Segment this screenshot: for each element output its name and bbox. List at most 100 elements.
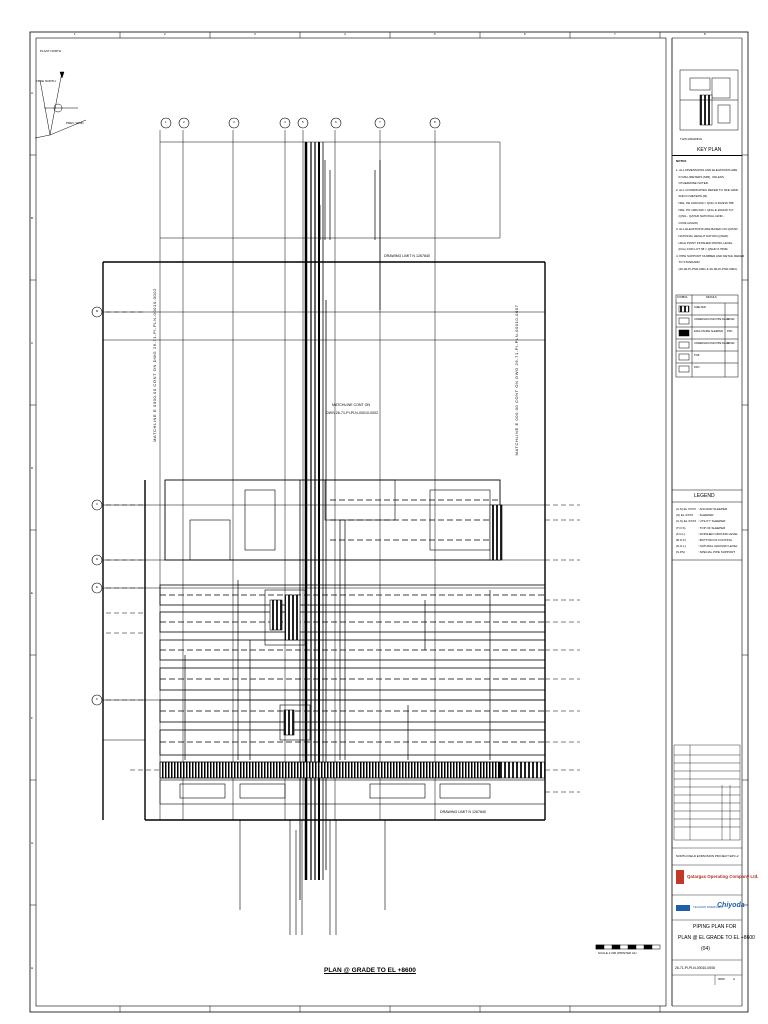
note-line: (FGL) FOR LOT 68 = QNHD 6.750M.: [676, 247, 729, 252]
column-grid-bubbles: [160, 117, 441, 129]
row-mark-a: A: [31, 91, 34, 95]
col-mark-5: 5: [434, 32, 436, 36]
true-north-label: TRUE NORTH: [36, 79, 56, 83]
matchline-left-label: MATCHLINE E 0000.00 CONT ON DWG 26-71-PI…: [152, 288, 157, 442]
grid-bubble-4: 4: [284, 120, 286, 124]
legend-code: (U.S) EL XXXX: [676, 519, 697, 524]
legend-desc: : FINISHED GROUND LEVEL: [698, 531, 739, 536]
scale-label: SCALE 1:200 (PRINTED A1): [598, 951, 637, 955]
matchline-right-label: MATCHLINE E 000.00 CONT ON DWG 26-71-PI-…: [514, 304, 519, 456]
legend-desc: : NATURAL GROUND LEVEL: [698, 544, 738, 549]
drawing-title-1: PIPING PLAN FOR: [693, 924, 737, 930]
col-mark-1: 1: [74, 32, 76, 36]
note-line: (QNG - QATAR NATIONAL GRID -: [676, 214, 725, 219]
sleeper-segments: [179, 783, 491, 799]
row-mark-h: H: [31, 966, 34, 970]
prev-wind-label: PREV. WIND: [66, 121, 84, 125]
note-line: NFE PN 1000.000 = QNG E 200146.717: [676, 207, 734, 212]
row-bubble-c: C: [96, 502, 99, 506]
note-line: CO03-GNGW): [676, 220, 699, 225]
legend-code: (S.PS): [676, 550, 685, 555]
row-mark-e: E: [31, 591, 34, 595]
legend-item: (T.O.S) : TOP OF SLEEPER: [676, 525, 740, 531]
col-mark-6: 6: [524, 32, 526, 36]
row-mark-b: B: [31, 216, 34, 220]
symbol-row-label: SHELTER: [694, 306, 706, 309]
col-mark-4: 4: [344, 32, 346, 36]
drawing-limit-top: DRAWING LIMIT N 1267840: [384, 254, 430, 258]
sheet-number: 0006: [718, 977, 725, 981]
drawing-limit-bottom: DRAWING LIMIT N 1267840: [440, 810, 486, 814]
drawing-number: 26-71-PI-PLN-00010-0006: [675, 966, 715, 970]
row-grid-lines: [103, 311, 545, 701]
grid-bubble-1: 1: [165, 120, 167, 124]
legend-desc: : UTILITY SLEEPER: [698, 519, 726, 524]
revision-letter: A: [733, 977, 736, 981]
grid-bubble-2: 2: [183, 120, 185, 124]
contractor-name: Chiyoda: [717, 902, 745, 909]
legend-desc: : ANCHOR SLEEPER: [698, 507, 728, 511]
legend-item: (A.S) EL XXXX : ANCHOR SLEEPER: [676, 506, 740, 512]
note-line: NFE PE 1000.000 = QNG N 462236.788: [676, 200, 734, 205]
symbol-row-label: ENCLOSURE SLEEPER: [694, 330, 723, 333]
pipe-runs-dashed: [160, 499, 545, 743]
note-line: TO STANDARD: [676, 260, 700, 265]
symbol-row-label: UNDERGROUND PIPE RACK: [694, 318, 730, 321]
drawing-title-2: PLAN @ EL GRADE TO EL +8600: [678, 935, 755, 941]
note-line: HIGH POINT FINISHED PAVING LEVEL: [676, 240, 733, 245]
pipes-exit-east: [545, 504, 580, 793]
row-mark-g: G: [31, 841, 34, 845]
pipes-exit-south: [239, 820, 386, 935]
note-line: NATIONAL HEIGHT DATUM (QNHD).: [676, 233, 730, 238]
outer-border: [29, 31, 749, 1013]
legend-box-lines: [672, 489, 742, 561]
symbol-row-code: GPHD: [727, 342, 735, 345]
sleeper-band-hatched: [159, 761, 501, 779]
legend-code: (T.O.S): [676, 525, 686, 530]
row-mark-d: D: [31, 466, 34, 470]
note-line: (26-00-PI-PSD-0001 & 26-00-PI-PSD-0002).: [676, 266, 738, 271]
grid-bubble-5: 5: [302, 120, 304, 124]
key-plan-divider: [672, 155, 742, 156]
col-mark-7: 7: [614, 32, 616, 36]
project-name: NORTH FIELD EXPANSION PROJECT EPC-2: [676, 854, 739, 858]
symbol-header: SYMBOL: [677, 296, 688, 299]
note-line: 2. ALL COORDINATES REFER TO NFE GRID: [676, 187, 739, 192]
legend-desc: : BOTTOM OF FOOTING: [698, 538, 732, 543]
legend-title: LEGEND: [694, 493, 715, 499]
symbols-table-lines: [675, 294, 739, 378]
matchline-center-label: MATCHLINE CONT ON: [332, 403, 371, 407]
note-line: IN MILLIMETERS (MM), UNLESS: [676, 174, 724, 179]
owner-logo-mark: [676, 870, 684, 884]
symbol-row-label: PCB: [694, 354, 700, 357]
legend-code: (S) EL XXXX: [676, 513, 694, 518]
legend-item: (F.G.L) : FINISHED GROUND LEVEL: [676, 531, 740, 537]
revision-table-lines: [672, 744, 742, 985]
top-dimension-line: [159, 130, 501, 820]
row-bubble-b: B: [96, 309, 99, 313]
notes-list: 1. ALL DIMENSIONS AND ELEVATIONS ARE IN …: [676, 167, 744, 273]
pipe-rack-bands: [159, 479, 546, 756]
inner-border: [35, 37, 667, 1007]
contractor-logo-mark: [676, 905, 690, 911]
note-line: 3. ALL ELEVATIONS ARE BASED ON QATAR: [676, 227, 738, 232]
key-plan-caption: THIS DRAWING: [680, 137, 703, 141]
contractor-partner: TECHNIP ENERGIES: [693, 905, 723, 909]
plant-north-label: PLANT NORTH: [40, 49, 62, 53]
details-header: DETAILS: [706, 296, 717, 299]
legend-code: (A.S) EL XXXX: [676, 507, 697, 511]
note-line: 1. ALL DIMENSIONS AND ELEVATIONS ARE: [676, 168, 738, 172]
key-plan-title: KEY PLAN: [697, 147, 722, 153]
col-mark-3: 3: [254, 32, 256, 36]
row-grid-bubbles: [91, 306, 103, 706]
drawing-limit-frame: [102, 261, 546, 821]
symbol-row-code: GPHD: [727, 318, 735, 321]
symbol-row-label: FRO: [694, 366, 700, 369]
north-arrow-compass: [34, 71, 87, 139]
row-mark-f: F: [31, 716, 33, 720]
row-bubble-e: E: [96, 585, 99, 589]
col-mark-8: 8: [704, 32, 706, 36]
legend-desc: : TOP OF SLEEPER: [698, 525, 726, 530]
scale-bar: [595, 944, 661, 950]
